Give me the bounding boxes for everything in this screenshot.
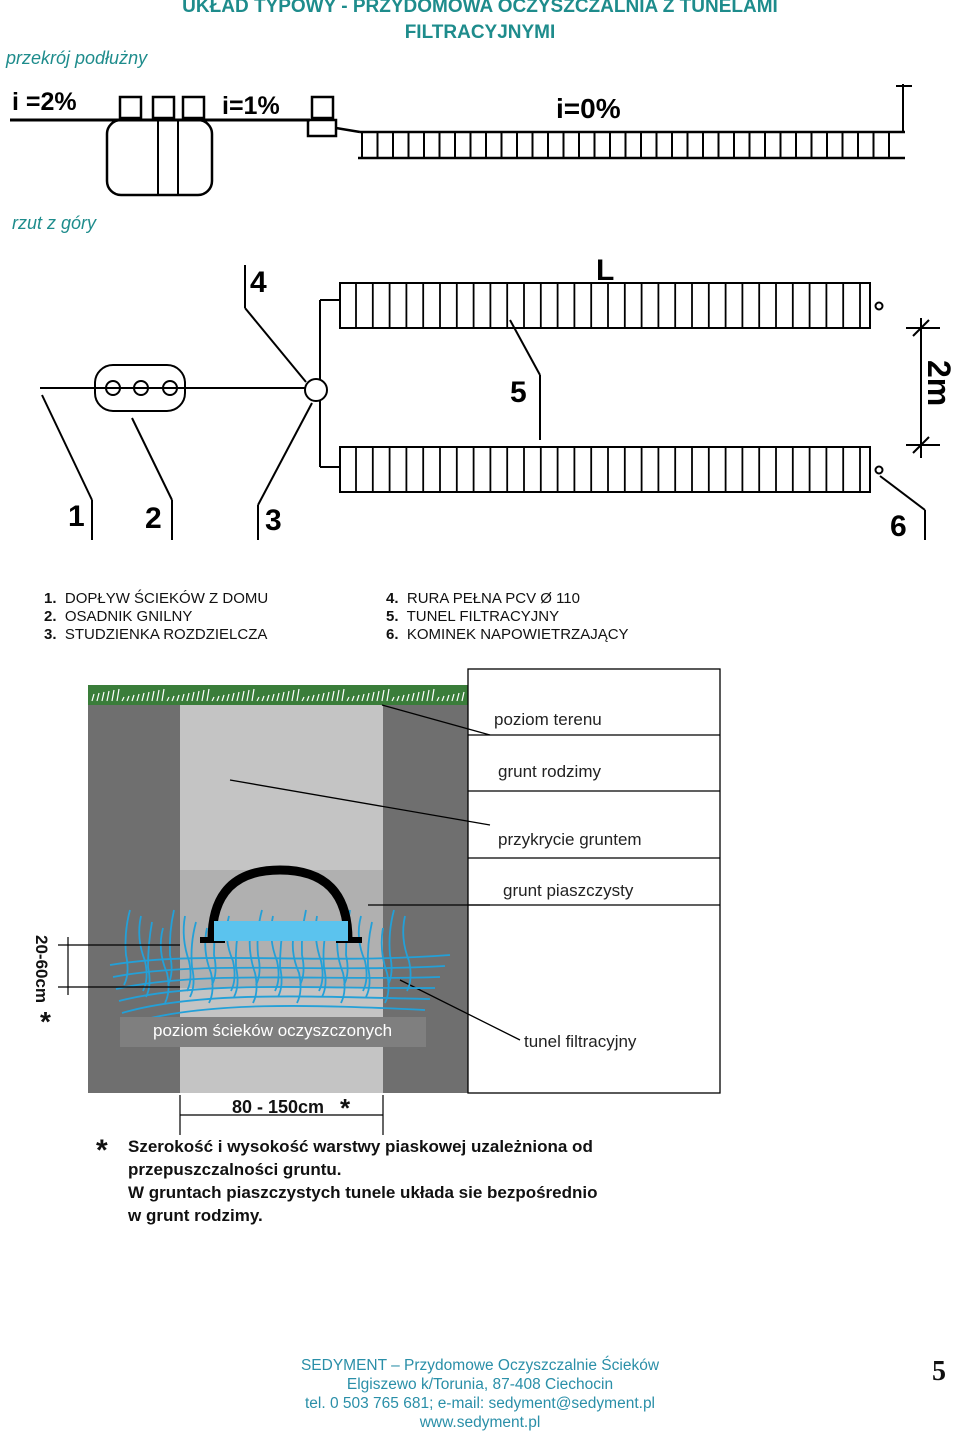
- legend-right: 4. RURA PEŁNA PCV Ø 110 5. TUNEL FILTRAC…: [386, 590, 629, 644]
- tunnel-arch: [207, 865, 353, 941]
- slope-label-0pct: i=0%: [556, 93, 621, 124]
- label-cover: przykrycie gruntem: [498, 830, 642, 849]
- title-line-1: UKŁAD TYPOWY - PRZYDOMOWA OCZYSZCZALNIA …: [182, 0, 778, 17]
- note-line: przepuszczalności gruntu.: [128, 1160, 342, 1179]
- page-number: 5: [932, 1356, 946, 1387]
- legend-item: 1. DOPŁYW ŚCIEKÓW Z DOMU: [44, 590, 269, 607]
- legend-item: 3. STUDZIENKA ROZDZIELCZA: [44, 626, 268, 643]
- footer: SEDYMENT – Przydomowe Oczyszczalnie Ście…: [180, 1356, 780, 1432]
- note-text: Szerokość i wysokość warstwy piaskowej u…: [128, 1135, 598, 1227]
- callout-5: 5: [510, 376, 527, 409]
- callout-2: 2: [145, 502, 162, 535]
- label-water-level: poziom ścieków oczyszczonych: [153, 1021, 392, 1040]
- footer-address: Elgiszewo k/Torunia, 87-408 Ciechocin: [346, 1376, 614, 1393]
- callout-6: 6: [890, 510, 907, 543]
- note-line: Szerokość i wysokość warstwy piaskowej u…: [128, 1137, 593, 1156]
- label-sand: grunt piaszczysty: [503, 881, 634, 900]
- legend-item: 4. RURA PEŁNA PCV Ø 110: [386, 590, 580, 607]
- footer-company: SEDYMENT – Przydomowe Oczyszczalnie Ście…: [300, 1357, 660, 1374]
- length-label-L: L: [596, 254, 614, 287]
- slope-label-1pct: i=1%: [222, 92, 280, 120]
- legend-item: 6. KOMINEK NAPOWIETRZAJĄCY: [386, 626, 629, 643]
- note-line: W gruntach piaszczystych tunele układa s…: [128, 1183, 598, 1202]
- height-dimension: 20-60cm: [32, 935, 51, 1003]
- tunnel-water: [214, 921, 348, 941]
- legend-item: 2. OSADNIK GNILNY: [44, 608, 193, 625]
- label-native-soil: grunt rodzimy: [498, 762, 601, 781]
- legend-left: 1. DOPŁYW ŚCIEKÓW Z DOMU 2. OSADNIK GNIL…: [44, 590, 268, 644]
- spacing-label-2m: 2m: [921, 360, 957, 406]
- width-dimension: 80 - 150cm: [232, 1097, 324, 1117]
- label-tunnel: tunel filtracyjny: [524, 1032, 637, 1051]
- note-asterisk: *: [96, 1134, 108, 1167]
- callout-4: 4: [250, 266, 267, 299]
- title-line-2: FILTRACYJNYMI: [404, 22, 556, 43]
- footer-website[interactable]: www.sedyment.pl: [419, 1414, 541, 1431]
- longitudinal-section-diagram: i =2% i=1% i=0%: [10, 84, 912, 197]
- height-asterisk: *: [40, 1006, 51, 1037]
- callout-3: 3: [265, 504, 282, 537]
- slope-label-2pct: i =2%: [12, 88, 77, 116]
- label-ground-level: poziom terenu: [494, 710, 602, 729]
- section-label-longitudinal: przekrój podłużny: [6, 48, 148, 68]
- note-line: w grunt rodzimy.: [128, 1206, 263, 1225]
- legend-item: 5. TUNEL FILTRACYJNY: [386, 608, 560, 625]
- callout-1: 1: [68, 500, 85, 533]
- cross-section-diagram: poziom terenu grunt rodzimy przykrycie g…: [32, 668, 721, 1135]
- width-asterisk: *: [340, 1093, 351, 1123]
- section-label-top-view: rzut z góry: [12, 213, 97, 233]
- footer-contact: tel. 0 503 765 681; e-mail: sedyment@sed…: [304, 1395, 656, 1412]
- plan-view-diagram: 4 L 5 1 2 3 6 2m: [40, 254, 957, 543]
